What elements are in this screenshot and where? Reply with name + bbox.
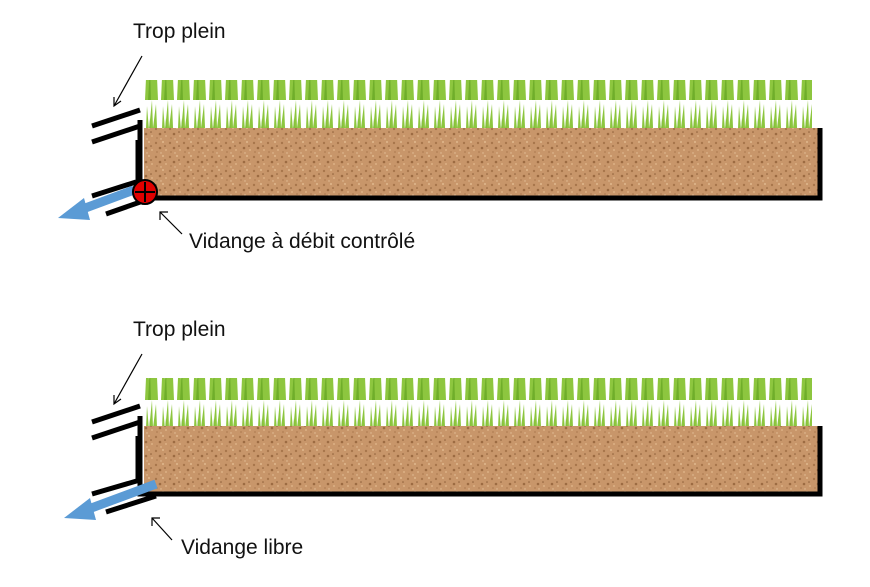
top-grass-layer xyxy=(144,80,812,128)
top-roof-diagram: Trop plein Vidange à débit contrôlé xyxy=(58,20,823,253)
drain-flow-arrow-icon xyxy=(64,479,158,520)
bottom-soil-layer xyxy=(144,426,818,494)
bottom-grass-layer xyxy=(144,378,812,426)
bottom-drain-pointer-head xyxy=(151,517,160,526)
bottom-drain-label: Vidange libre xyxy=(181,536,303,559)
bottom-drain-pipe-lower xyxy=(105,493,157,515)
bottom-overflow-pointer-head xyxy=(113,395,122,406)
controlled-flow-valve-icon xyxy=(132,179,158,205)
drain-flow-arrow-icon xyxy=(58,185,136,220)
top-overflow-pipe-lower xyxy=(91,123,141,145)
top-overflow-label: Trop plein xyxy=(133,20,226,43)
bottom-overflow-pipe-upper xyxy=(91,403,141,425)
top-overflow-pointer xyxy=(113,55,143,107)
bottom-overflow-label: Trop plein xyxy=(133,318,226,341)
bottom-drain-pipe-upper xyxy=(91,477,141,497)
bottom-overflow-pointer xyxy=(113,353,143,405)
top-drain-pointer xyxy=(159,211,183,235)
top-overflow-pointer-head xyxy=(113,97,122,108)
top-drain-label: Vidange à débit contrôlé xyxy=(189,230,415,253)
top-drain-pipe-upper xyxy=(91,179,137,199)
bottom-drain-pointer xyxy=(151,517,173,541)
bottom-roof-diagram: Trop plein Vidange libre xyxy=(64,318,823,559)
top-overflow-pipe-upper xyxy=(91,107,141,129)
top-soil-layer xyxy=(144,128,818,196)
top-drain-pointer-head xyxy=(159,211,168,220)
bottom-overflow-pipe-lower xyxy=(91,419,141,441)
